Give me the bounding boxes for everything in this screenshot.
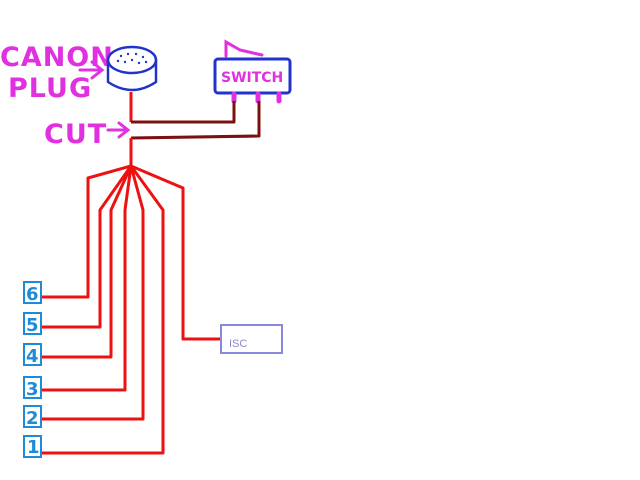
wire-to-5 xyxy=(42,165,133,329)
switch-component: SWITCH xyxy=(213,39,292,104)
terminal-6-label: 6 xyxy=(26,284,39,305)
switch-label: SWITCH xyxy=(221,70,283,86)
cut-arrow xyxy=(106,121,131,139)
isc-box: ISC xyxy=(220,324,283,354)
terminal-1-label: 1 xyxy=(27,437,40,458)
terminal-3-label: 3 xyxy=(26,379,39,400)
canon-plug-label-line2: PLUG xyxy=(8,73,92,104)
terminal-6: 6 xyxy=(23,281,42,305)
switch-pins xyxy=(231,91,282,104)
wire-to-4 xyxy=(42,165,133,359)
cut-label: CUT xyxy=(44,119,107,150)
wire-to-1 xyxy=(42,165,165,455)
terminal-2: 2 xyxy=(23,405,42,429)
canon-plug xyxy=(106,45,158,92)
terminal-4: 4 xyxy=(23,343,42,367)
terminal-5-label: 5 xyxy=(26,315,39,336)
wire-to-6 xyxy=(42,164,132,299)
canon-plug-label-line1: CANON xyxy=(0,42,114,73)
canon-plug-arrow xyxy=(78,60,105,80)
wire-to-isc xyxy=(130,164,221,341)
terminal-2-label: 2 xyxy=(26,408,39,429)
wire-to-2 xyxy=(42,165,145,421)
terminal-3: 3 xyxy=(23,376,42,400)
terminal-wires xyxy=(42,164,221,455)
terminal-5: 5 xyxy=(23,312,42,336)
switch-wires xyxy=(130,101,261,140)
terminal-1: 1 xyxy=(23,435,42,458)
terminal-4-label: 4 xyxy=(26,346,39,367)
isc-label: ISC xyxy=(229,338,247,350)
wire-to-3 xyxy=(42,165,133,392)
